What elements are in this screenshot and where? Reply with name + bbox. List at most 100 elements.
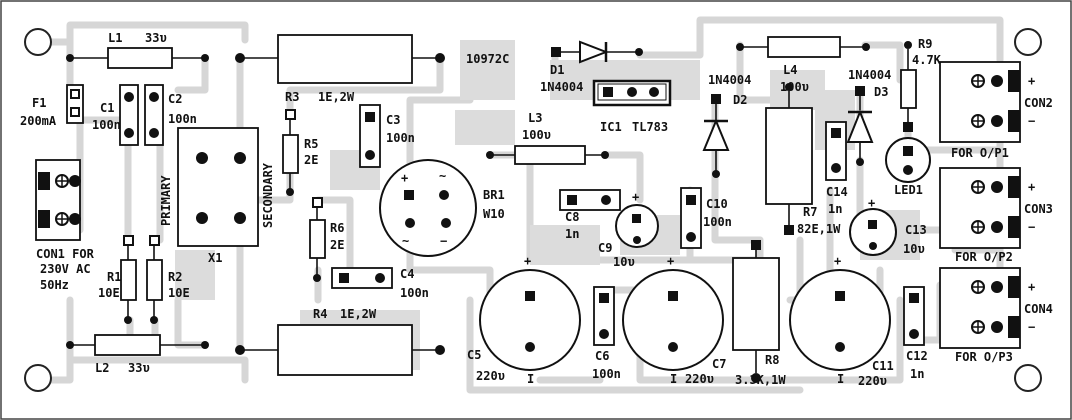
C4-value: 100n <box>400 286 429 300</box>
C7-label: C7 <box>712 357 726 371</box>
C2-label: C2 <box>168 92 182 106</box>
resistor-R9: R9 4.7K <box>900 37 942 132</box>
bridge-rectifier-BR1: + ~ ~ − BR1 W10 <box>379 159 505 257</box>
CON1-label: CON1 FOR <box>36 247 95 261</box>
BR1-plus: + <box>401 171 408 185</box>
connector-CON3: + − CON3 FOR O/P2 <box>939 167 1053 264</box>
capacitor-C1: C1 100n <box>92 84 139 146</box>
CON4-note: FOR O/P3 <box>955 350 1013 364</box>
R9-value: 4.7K <box>912 53 942 67</box>
C13-plus: + <box>868 196 875 210</box>
capacitor-C8: C8 1n <box>559 189 621 241</box>
C4-label: C4 <box>400 267 414 281</box>
C5-label: C5 <box>467 348 481 362</box>
C8-label: C8 <box>565 210 579 224</box>
C2-value: 100n <box>168 112 197 126</box>
R8-label: R8 <box>765 353 779 367</box>
CON3-label: CON3 <box>1024 202 1053 216</box>
F1-value: 200mA <box>20 114 57 128</box>
D1-label: D1 <box>550 63 564 77</box>
F1-label: F1 <box>32 96 46 110</box>
D3-label: D3 <box>874 85 888 99</box>
C11-label: C11 <box>872 359 894 373</box>
resistor-R2: R2 10E <box>146 235 190 324</box>
R5-label: R5 <box>304 137 318 151</box>
CON4-plus: + <box>1028 280 1035 294</box>
R6-value: 2E <box>330 238 344 252</box>
C11-plus: + <box>834 254 841 268</box>
C9-value: 10υ <box>613 255 635 269</box>
CON3-minus: − <box>1028 220 1035 234</box>
CON3-note: FOR O/P2 <box>955 250 1013 264</box>
CON3-plus: + <box>1028 180 1035 194</box>
R3-label: R3 <box>285 90 299 104</box>
capacitor-C12: C12 1n <box>903 286 928 381</box>
mounting-hole-br <box>1014 364 1042 392</box>
C13-value: 10υ <box>903 242 925 256</box>
C6-label: C6 <box>595 349 609 363</box>
L1-label: L1 <box>108 31 122 45</box>
diode-D2: 1N4004 D2 <box>702 73 751 178</box>
C1-label: C1 <box>100 101 114 115</box>
resistor-R7: R7 82E,1W <box>765 83 841 236</box>
X1-label: X1 <box>208 251 222 265</box>
CON2-note: FOR O/P1 <box>951 146 1009 160</box>
inductor-L1: L1 33υ <box>66 31 209 69</box>
C5-plus: + <box>524 254 531 268</box>
inductor-L2: L2 33υ <box>66 334 209 375</box>
board-code: 10972C <box>466 52 509 66</box>
capacitor-C13: + C13 10υ <box>849 196 927 256</box>
R8-value: 3.3K,1W <box>735 373 786 387</box>
capacitor-C3: C3 100n <box>359 104 415 168</box>
capacitor-C11: + I C11 220υ <box>789 254 894 388</box>
C7-one: I <box>670 372 677 386</box>
regulator-IC1: IC1 TL783 <box>592 79 672 134</box>
mounting-hole-bl <box>24 364 52 392</box>
diode-D3: 1N4004 D3 <box>846 68 891 166</box>
capacitor-C4: C4 100n <box>331 267 429 300</box>
capacitor-C6: C6 100n <box>592 286 621 381</box>
mounting-hole-tl <box>24 28 52 56</box>
L4-value: 100υ <box>780 80 809 94</box>
C7-value: 220υ <box>685 372 714 386</box>
CON2-label: CON2 <box>1024 96 1053 110</box>
diode-D1: D1 1N4004 <box>540 40 643 94</box>
capacitor-C5: + I C5 220υ <box>467 254 581 386</box>
C7-plus: + <box>667 254 674 268</box>
C14-value: 1n <box>828 202 842 216</box>
R4-label: R4 <box>313 307 327 321</box>
D2-value: 1N4004 <box>708 73 751 87</box>
C5-one: I <box>527 372 534 386</box>
D2-label: D2 <box>733 93 747 107</box>
R4-value: 1E,2W <box>340 307 377 321</box>
C11-one: I <box>837 372 844 386</box>
L2-value: 33υ <box>128 361 150 375</box>
CON2-minus: − <box>1028 114 1035 128</box>
resistor-R4: R4 1E,2W <box>235 307 445 376</box>
mounting-hole-tr <box>1014 28 1042 56</box>
connector-CON1: CON1 FOR 230V AC 50Hz <box>35 159 95 292</box>
mounting-holes <box>24 28 1042 392</box>
BR1-label: BR1 <box>483 188 505 202</box>
R9-label: R9 <box>918 37 932 51</box>
led-LED1: LED1 <box>885 137 931 197</box>
connector-CON4: + − CON4 FOR O/P3 <box>939 267 1053 364</box>
C12-label: C12 <box>906 349 928 363</box>
CON1-line2: 230V AC <box>40 262 91 276</box>
connector-CON2: + − CON2 FOR O/P1 <box>939 61 1053 160</box>
C12-value: 1n <box>910 367 924 381</box>
L3-label: L3 <box>528 111 542 125</box>
BR1-tilde-1: ~ <box>439 169 446 183</box>
fuse-F1: F1 200mA <box>20 84 84 128</box>
C10-value: 100n <box>703 215 732 229</box>
R7-label: R7 <box>803 205 817 219</box>
C3-value: 100n <box>386 131 415 145</box>
resistor-R8: R8 3.3K,1W <box>732 240 786 387</box>
LED1-label: LED1 <box>894 183 923 197</box>
R7-value: 82E,1W <box>797 222 841 236</box>
capacitor-C7: + I C7 220υ <box>622 254 726 386</box>
L3-value: 100υ <box>522 128 551 142</box>
R1-value: 10E <box>98 286 120 300</box>
R3-value: 1E,2W <box>318 90 355 104</box>
C13-label: C13 <box>905 223 927 237</box>
